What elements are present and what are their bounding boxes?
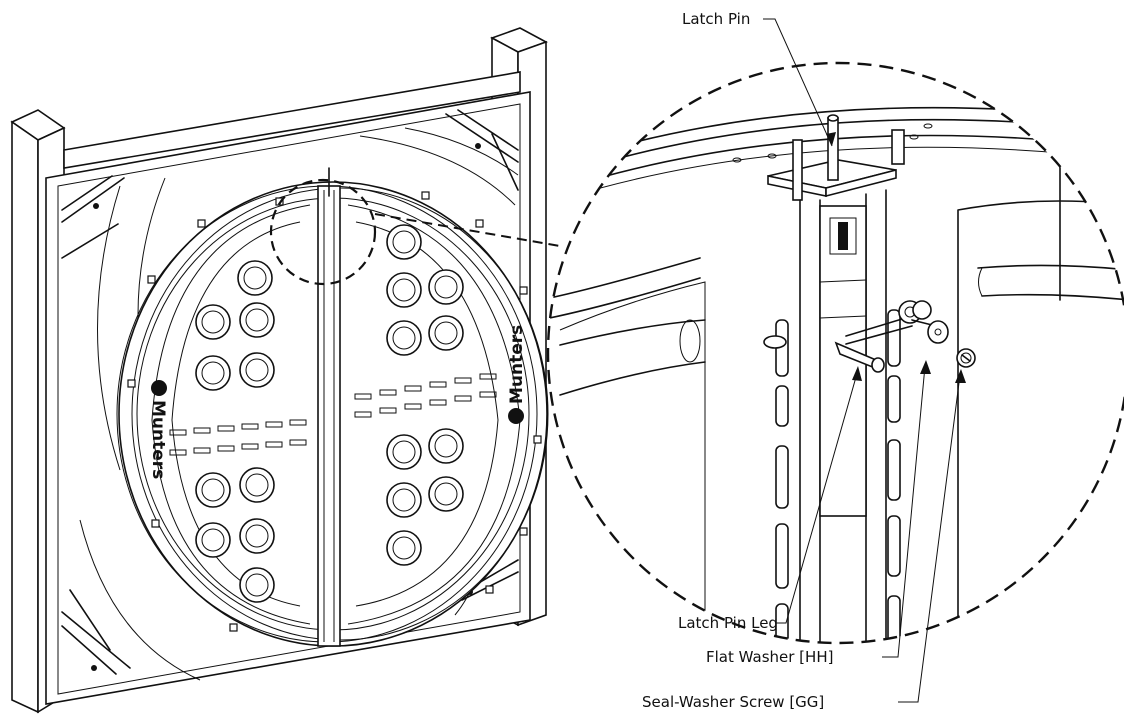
brand-label-left: Munters [148,380,168,479]
corner-bracket-tr [445,109,519,191]
latch-pin [827,117,839,181]
detail-indicator-circle [269,178,377,286]
corner-bracket-bl [61,589,131,675]
callout-label-latch-pin: Latch Pin [682,10,750,28]
top-beam [63,71,521,169]
fastener-hardware [898,300,976,368]
callout-latch-pin: Latch Pin [682,10,836,147]
center-hinge-bar [317,185,341,647]
brand-text-left: Munters [148,400,168,479]
callout-label-flat-washer: Flat Washer [HH] [706,648,833,666]
flat-washer [927,320,949,344]
callout-seal-washer-screw: Seal-Washer Screw [GG] [642,369,966,711]
callout-flat-washer: Flat Washer [HH] [706,360,931,666]
right-slot-column [887,309,901,643]
detail-view-circle [546,61,1124,645]
roller-ports [195,224,464,603]
damper-door: Munters Munters [116,167,549,647]
callout-label-latch-pin-leg: Latch Pin Leg [678,614,778,632]
overall-view: Munters Munters [10,27,549,714]
rim-tabs [127,191,542,632]
callout-label-seal-washer-screw: Seal-Washer Screw [GG] [642,693,824,711]
brand-label-right: Munters [507,325,527,424]
brand-text-right: Munters [507,325,527,404]
vent-slots [169,373,497,456]
callout-latch-pin-leg: Latch Pin Leg [678,366,862,632]
detail-view [546,61,1124,645]
corner-bracket-tl [61,175,125,259]
